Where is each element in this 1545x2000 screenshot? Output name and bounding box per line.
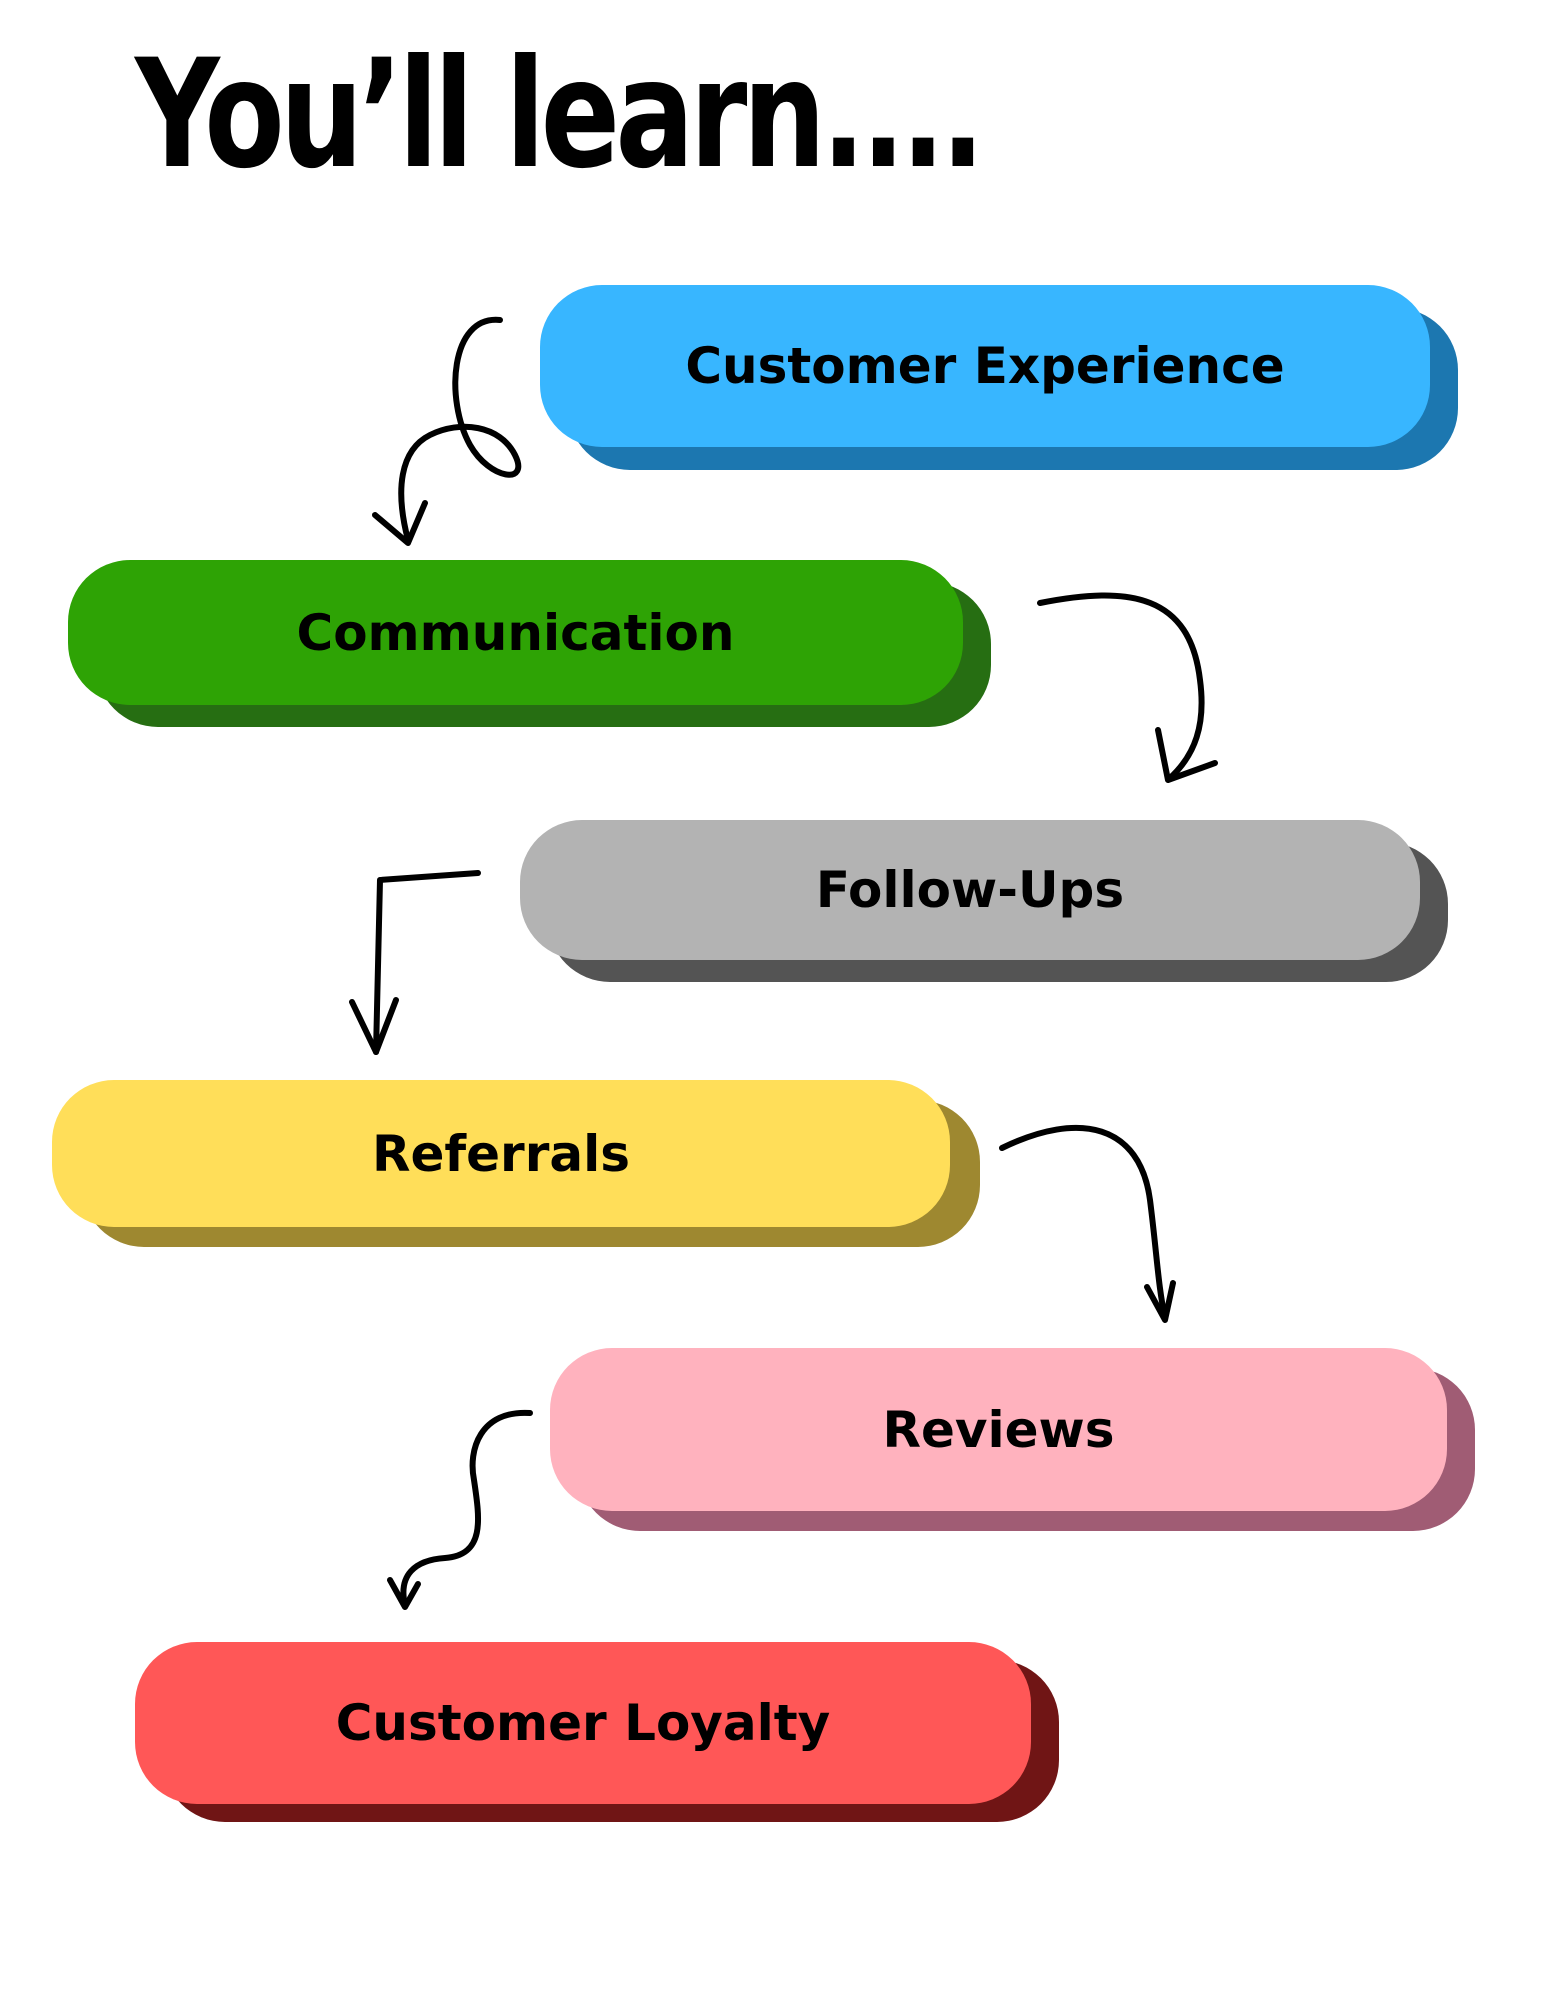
- step-reviews: Reviews: [550, 1348, 1475, 1531]
- arrow-head-3: [349, 997, 399, 1055]
- step-face: [550, 1348, 1447, 1511]
- step-label: Customer Loyalty: [335, 1694, 831, 1752]
- arrow-communication-to-followups: [1037, 592, 1205, 781]
- step-follow-ups: Follow-Ups: [520, 820, 1448, 982]
- step-label: Follow-Ups: [815, 861, 1125, 919]
- step-label: Referrals: [371, 1124, 631, 1183]
- step-label: Communication: [296, 603, 735, 662]
- arrow-referrals-to-reviews: [999, 1124, 1168, 1321]
- step-face: [52, 1080, 950, 1227]
- arrow-followups-to-referrals: [373, 870, 481, 1055]
- step-customer-loyalty: Customer Loyalty: [135, 1642, 1059, 1822]
- step-customer-experience: Customer Experience: [540, 285, 1458, 470]
- step-referrals: Referrals: [52, 1080, 980, 1247]
- arrow-head-4: [1144, 1280, 1176, 1323]
- step-face: [68, 560, 963, 705]
- arrow-experience-to-communication: [398, 316, 522, 543]
- step-face: [540, 285, 1430, 447]
- step-face: [520, 820, 1420, 960]
- step-label: Customer Experience: [685, 337, 1285, 395]
- step-face: [135, 1642, 1031, 1804]
- arrow-head-1: [372, 500, 428, 546]
- page-title: You’ll learn....: [135, 28, 985, 202]
- arrow-head-5: [387, 1577, 421, 1610]
- arrow-reviews-to-loyalty: [400, 1409, 533, 1608]
- step-label: Reviews: [882, 1400, 1115, 1459]
- step-communication: Communication: [68, 560, 991, 727]
- arrow-head-2: [1155, 727, 1218, 783]
